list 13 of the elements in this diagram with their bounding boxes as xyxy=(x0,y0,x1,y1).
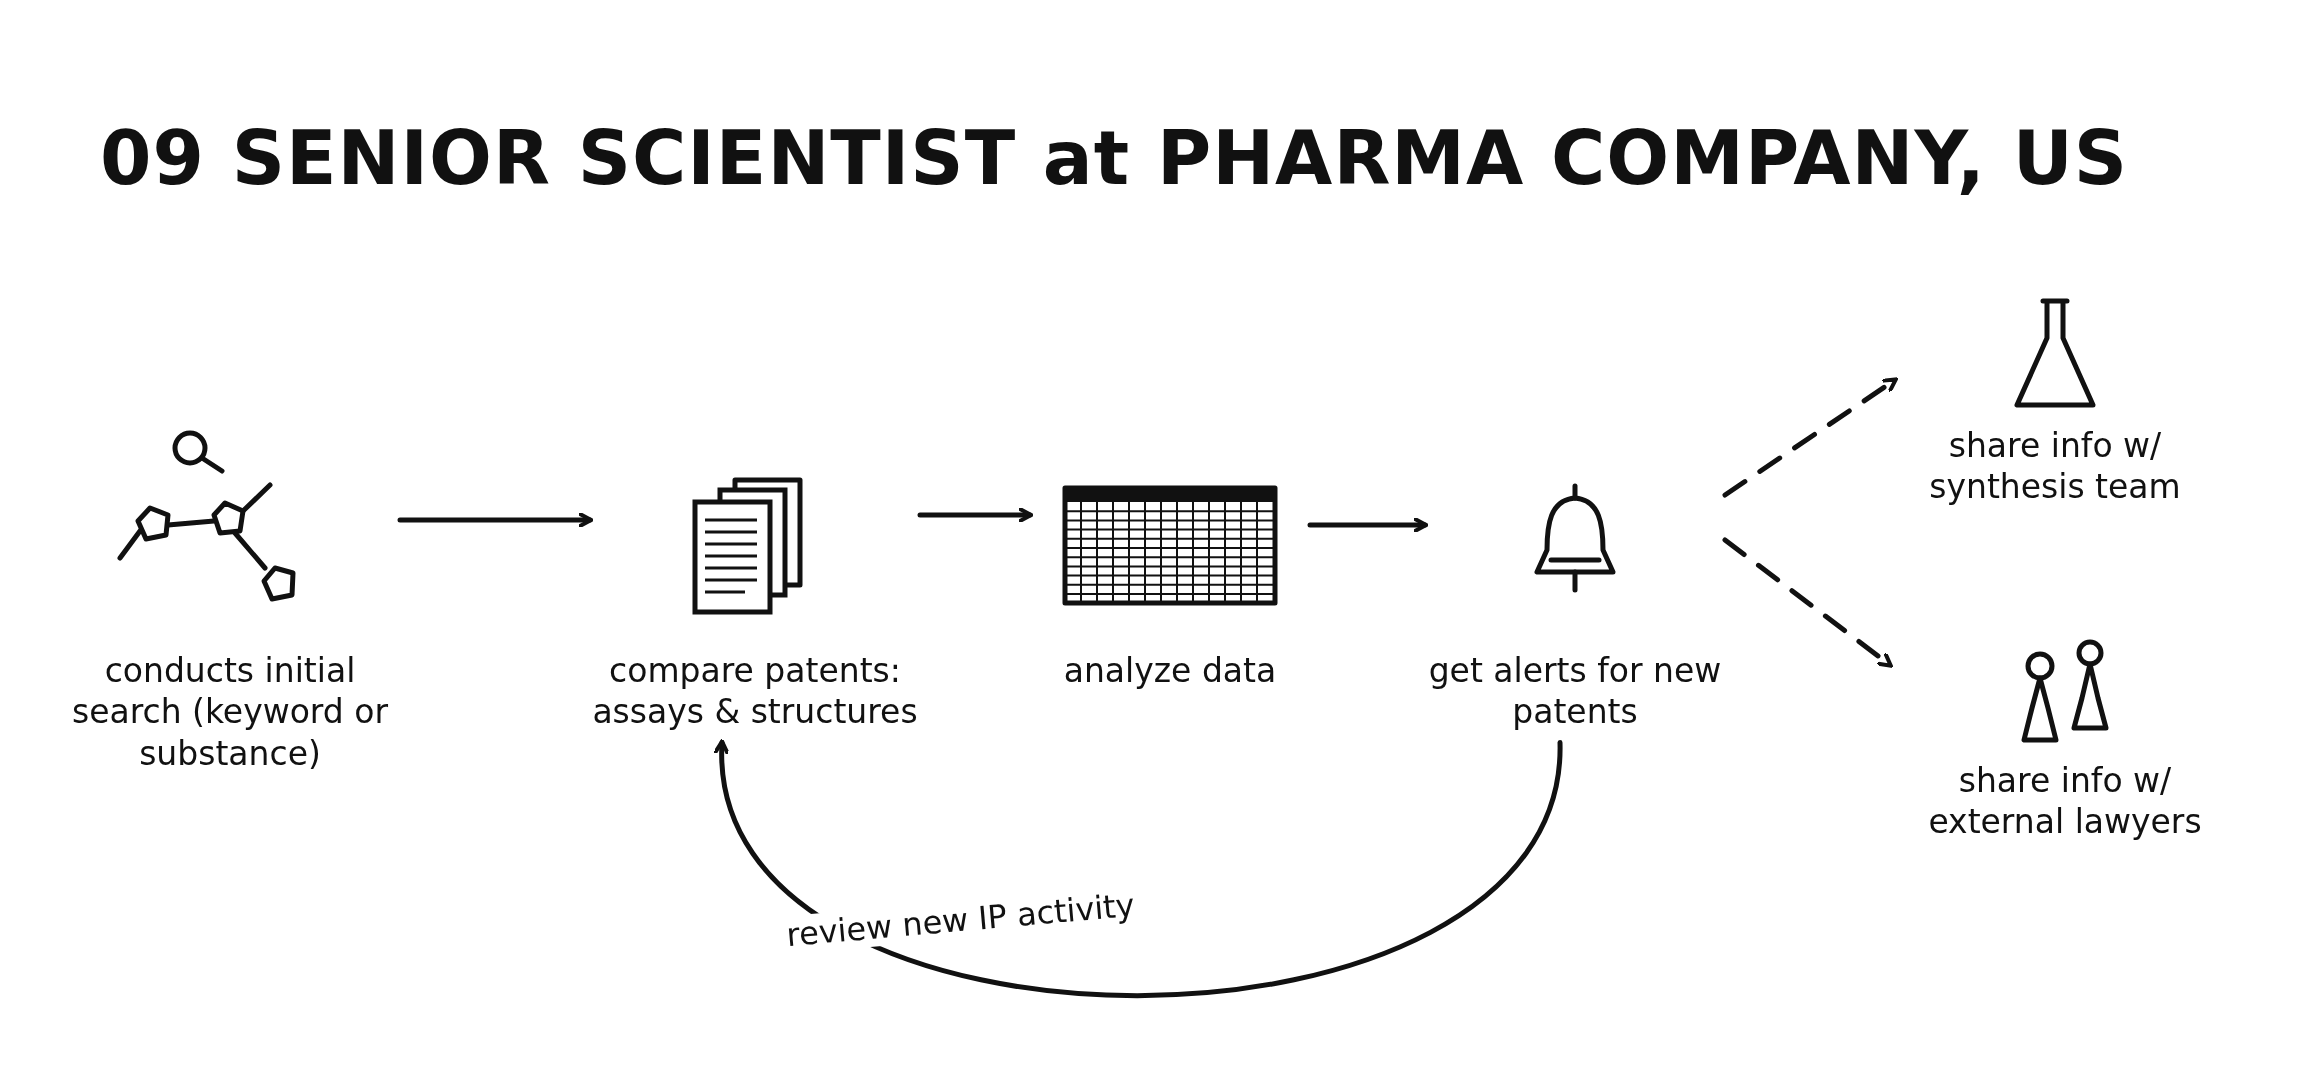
step-label: analyze data xyxy=(1063,650,1277,692)
curved-arrow xyxy=(715,739,1563,999)
step-label: conducts initial search (keyword or substance) xyxy=(70,650,390,774)
step-label: compare patents: assays & structures xyxy=(591,650,919,733)
arrow xyxy=(1307,517,1428,533)
dashed-arrow xyxy=(1722,537,1893,668)
step-label: share info w/ synthesis team xyxy=(1928,425,2182,508)
title: 09 SENIOR SCIENTIST at PHARMA COMPANY, US xyxy=(100,115,2129,201)
step-label: share info w/ external lawyers xyxy=(1927,760,2203,843)
arrow xyxy=(397,512,593,528)
arrow xyxy=(917,507,1033,523)
dashed-arrow xyxy=(1722,377,1898,498)
step-label: get alerts for new patents xyxy=(1427,650,1723,733)
